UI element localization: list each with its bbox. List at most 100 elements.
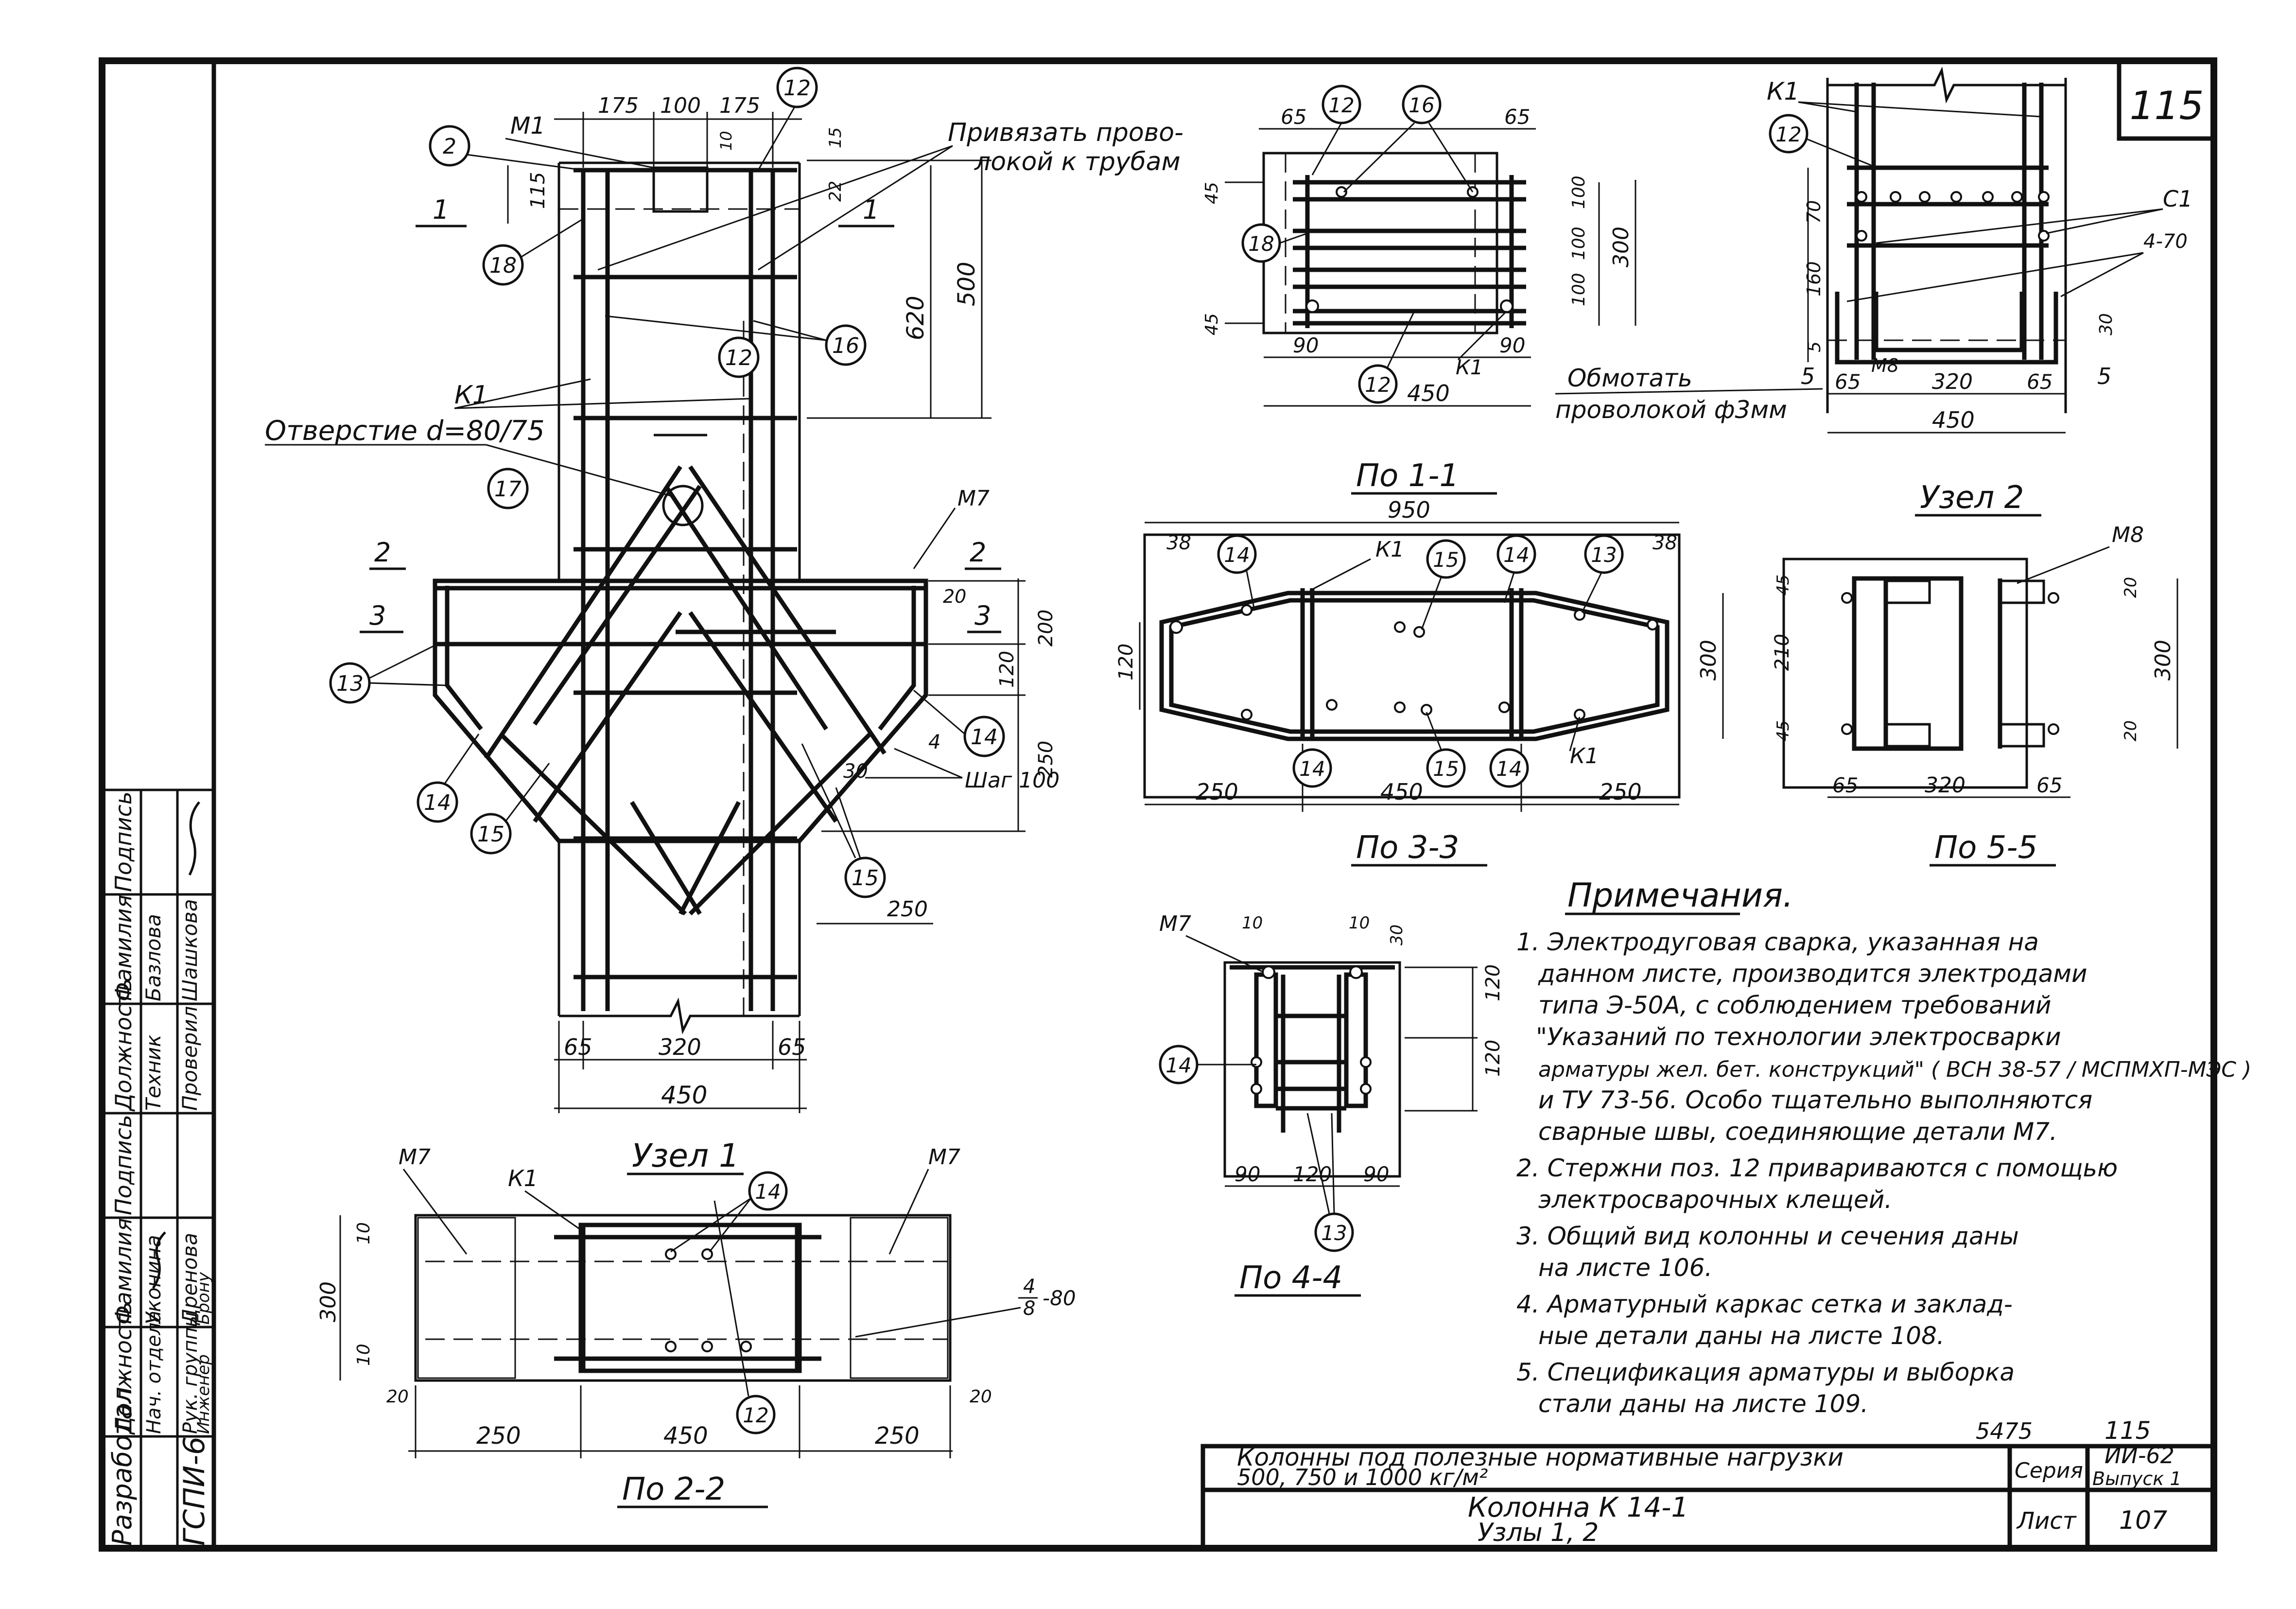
wrap-note-line1: Обмотать bbox=[1567, 364, 1692, 392]
dim-300-22: 300 bbox=[316, 1281, 341, 1322]
tie-note-line2: локой к трубам bbox=[974, 147, 1181, 176]
dim-620: 620 bbox=[902, 296, 929, 340]
dim-4-node1: 4 bbox=[928, 731, 940, 753]
dim-450-11: 450 bbox=[1407, 380, 1450, 406]
callout-14-33-top-right: 14 bbox=[1503, 543, 1529, 567]
stamp-vypusk: Выпуск 1 bbox=[2092, 1468, 2182, 1489]
dim-100-11-c: 100 bbox=[1569, 273, 1589, 306]
callout-14-33-bot-right: 14 bbox=[1496, 757, 1522, 781]
title-node1: Узел 1 bbox=[632, 1137, 739, 1174]
section-5-5-view: 45 210 45 20 300 20 65 320 65 М8 По 5-5 bbox=[1771, 523, 2178, 867]
side-h-surname-1: Фамилия bbox=[110, 1218, 137, 1325]
dim-20-node1: 20 bbox=[943, 586, 966, 607]
callout-12-22: 12 bbox=[743, 1403, 768, 1427]
side-org: ГСПИ-6 bbox=[177, 1436, 211, 1546]
dim-250-33-left: 250 bbox=[1196, 779, 1238, 805]
callout-15-node1-right: 15 bbox=[852, 866, 879, 891]
notes-title: Примечания. bbox=[1567, 876, 1793, 915]
dim-38-right: 38 bbox=[1652, 532, 1677, 554]
dim-90-44-right: 90 bbox=[1363, 1162, 1389, 1186]
dim-200-node1: 200 bbox=[1035, 610, 1057, 647]
dim-65-n2-right: 65 bbox=[2027, 370, 2052, 394]
dim-300-33: 300 bbox=[1696, 640, 1721, 681]
dim-45-11-bot: 45 bbox=[1202, 313, 1222, 335]
sheet-number-box bbox=[2117, 58, 2216, 141]
notes-line-9: 3. Общий вид колонны и сечения даны bbox=[1516, 1222, 2019, 1250]
dim-100-11-a: 100 bbox=[1569, 175, 1589, 209]
title-sec11: По 1-1 bbox=[1356, 458, 1459, 494]
notes-line-1: данном листе, производится электродами bbox=[1538, 960, 2087, 988]
dim-160-n2: 160 bbox=[1803, 261, 1825, 297]
section-4-4-view: М7 10 10 30 120 120 90 120 90 14 13 По 4… bbox=[1159, 911, 1504, 1297]
weld-5-right: 5 bbox=[2097, 363, 2111, 389]
notes-line-5: и ТУ 73-56. Особо тщательно выполняются bbox=[1538, 1086, 2092, 1114]
section-2-2-view: М7 М7 К1 14 12 4 8 -80 300 10 10 20 20 2… bbox=[316, 1145, 1076, 1508]
dim-100-11-b: 100 bbox=[1569, 227, 1589, 260]
label-c1: С1 bbox=[2163, 186, 2192, 212]
dim-5-n2: 5 bbox=[1805, 341, 1825, 352]
side-row-4-surname: Шашкова bbox=[178, 899, 202, 1001]
side-h-position-1: Должность bbox=[110, 1302, 137, 1435]
dim-950: 950 bbox=[1388, 497, 1430, 523]
side-signature-scribble bbox=[152, 1231, 166, 1289]
label-m8-n2: М8 bbox=[1871, 355, 1899, 376]
callout-15-33-bot: 15 bbox=[1433, 757, 1459, 781]
dim-90-11-right: 90 bbox=[1499, 333, 1525, 357]
dim-120-33: 120 bbox=[1115, 644, 1137, 681]
dim-250-22-right: 250 bbox=[875, 1422, 920, 1450]
dim-120-44-top: 120 bbox=[1482, 964, 1504, 1001]
hole-note: Отверстие d=80/75 bbox=[265, 415, 545, 447]
dim-10-22-top: 10 bbox=[354, 1222, 374, 1244]
section-2-right: 2 bbox=[970, 537, 986, 568]
dim-120-44-bot: 120 bbox=[1482, 1040, 1504, 1077]
side-row-0-position: Нач. отдела bbox=[143, 1311, 165, 1434]
dim-10-44-left: 10 bbox=[1242, 913, 1263, 933]
title-sec22: По 2-2 bbox=[622, 1471, 725, 1507]
tie-note-line1: Привязать прово- bbox=[948, 118, 1183, 147]
stamp-sheet-code2: 115 bbox=[2105, 1417, 2151, 1445]
dim-20-22-right: 20 bbox=[970, 1387, 992, 1407]
side-row-1-position: Рук. группы bbox=[179, 1312, 202, 1434]
wrap-note-line2: проволокой ф3мм bbox=[1555, 396, 1787, 424]
dim-45-55-bot: 45 bbox=[1774, 720, 1793, 741]
dim-175-right: 175 bbox=[719, 93, 760, 118]
stamp-title-line1: Колонны под полезные нормативные нагрузк… bbox=[1237, 1443, 1844, 1471]
callout-2: 2 bbox=[443, 134, 456, 159]
weld-4-70: 4-70 bbox=[2143, 230, 2188, 253]
dim-10: 10 bbox=[717, 131, 735, 151]
dim-30-node1: 30 bbox=[843, 760, 868, 783]
dim-210-55: 210 bbox=[1771, 634, 1793, 671]
stamp-title-line2: 500, 750 и 1000 кг/м² bbox=[1237, 1464, 1488, 1490]
callout-12-11-top: 12 bbox=[1328, 93, 1354, 117]
title-sec44: По 4-4 bbox=[1239, 1260, 1342, 1296]
dim-30-n2: 30 bbox=[2096, 313, 2116, 335]
dim-250-node1-v: 250 bbox=[1035, 741, 1057, 778]
label-k1-33-bot: К1 bbox=[1570, 744, 1599, 769]
dim-10-44-right: 10 bbox=[1349, 913, 1370, 933]
stamp-sheet-code: 5475 bbox=[1976, 1418, 2033, 1444]
notes-line-8: электросварочных клещей. bbox=[1538, 1186, 1892, 1214]
dim-65-a: 65 bbox=[564, 1034, 592, 1060]
dim-90-44-left: 90 bbox=[1235, 1162, 1260, 1186]
stamp-seria-label: Серия bbox=[2015, 1458, 2083, 1483]
dim-300-11: 300 bbox=[1609, 227, 1634, 267]
notes-line-12: ные детали даны на листе 108. bbox=[1538, 1322, 1945, 1350]
dim-65-55-left: 65 bbox=[1832, 773, 1858, 797]
side-row-2-surname: Брону bbox=[194, 1272, 213, 1325]
label-m8-55: М8 bbox=[2112, 523, 2144, 547]
title-stamp: 5475 115 Колонны под полезные нормативны… bbox=[1200, 1417, 2216, 1551]
label-m1: М1 bbox=[510, 112, 545, 140]
side-h-surname-2: Фамилия bbox=[110, 895, 137, 1001]
notes-line-13: 5. Спецификация арматуры и выборка bbox=[1516, 1358, 2015, 1386]
side-row-0-surname: Уконина bbox=[141, 1235, 165, 1325]
section-3-3-view: 950 38 38 120 300 250 450 250 14 К1 15 1… bbox=[1115, 497, 1724, 867]
title-sec33: По 3-3 bbox=[1356, 830, 1459, 866]
section-3-right: 3 bbox=[974, 600, 991, 631]
label-k1-33-top: К1 bbox=[1375, 537, 1404, 562]
sheet-number: 115 bbox=[2130, 83, 2204, 128]
callout-14-44: 14 bbox=[1165, 1053, 1191, 1077]
dim-45-11-top: 45 bbox=[1202, 182, 1222, 204]
section-1-left: 1 bbox=[433, 194, 449, 225]
label-m7-22-left: М7 bbox=[399, 1145, 431, 1170]
callout-12-mid: 12 bbox=[725, 346, 752, 370]
